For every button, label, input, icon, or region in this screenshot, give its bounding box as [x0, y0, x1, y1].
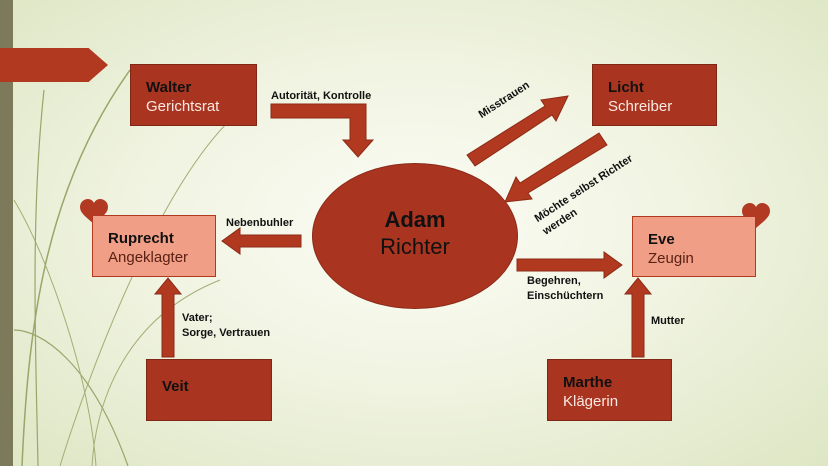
person-name: Licht: [608, 79, 644, 96]
person-role: Klägerin: [563, 393, 619, 410]
label-line: Begehren,: [527, 275, 581, 287]
label-adam-eve: Begehren, Einschüchtern: [527, 274, 603, 304]
central-node-adam: Adam Richter: [312, 163, 518, 309]
person-role: Gerichtsrat: [146, 98, 220, 115]
person-box-walter: Walter Gerichtsrat: [130, 64, 257, 126]
person-role: Schreiber: [608, 98, 673, 115]
label-line: Sorge, Vertrauen: [182, 327, 271, 339]
person-role: Zeugin: [648, 250, 694, 267]
label-adam-ruprecht: Nebenbuhler: [226, 217, 294, 229]
person-name: Marthe: [563, 374, 613, 391]
central-role: Richter: [380, 234, 450, 259]
person-name: Ruprecht: [108, 230, 174, 247]
left-sidebar-bar: [0, 0, 13, 466]
arrow-walter-adam: [270, 103, 375, 158]
label-line: Einschüchtern: [527, 290, 604, 302]
arrow-adam-ruprecht: [221, 227, 302, 255]
label-veit-ruprecht: Vater; Sorge, Vertrauen: [182, 311, 270, 341]
arrow-adam-licht: [466, 95, 569, 167]
person-name: Walter: [146, 79, 192, 96]
arrow-adam-eve: [516, 251, 623, 279]
central-name: Adam: [384, 207, 446, 232]
person-box-ruprecht: Ruprecht Angeklagter: [92, 215, 216, 277]
person-name: Eve: [648, 231, 675, 248]
person-name: Veit: [162, 378, 189, 395]
label-line: Vater;: [182, 312, 213, 324]
arrow-licht-adam: [504, 132, 608, 203]
arrow-marthe-eve: [623, 277, 653, 358]
person-box-veit: Veit: [146, 359, 272, 421]
person-box-marthe: Marthe Klägerin: [547, 359, 672, 421]
label-marthe-eve: Mutter: [651, 315, 685, 327]
person-box-eve: Eve Zeugin: [632, 216, 756, 277]
person-box-licht: Licht Schreiber: [592, 64, 717, 126]
label-walter-adam: Autorität, Kontrolle: [271, 90, 372, 102]
person-role: Angeklagter: [108, 249, 189, 266]
arrow-veit-ruprecht: [153, 277, 183, 358]
title-banner-arrow: [0, 48, 108, 82]
